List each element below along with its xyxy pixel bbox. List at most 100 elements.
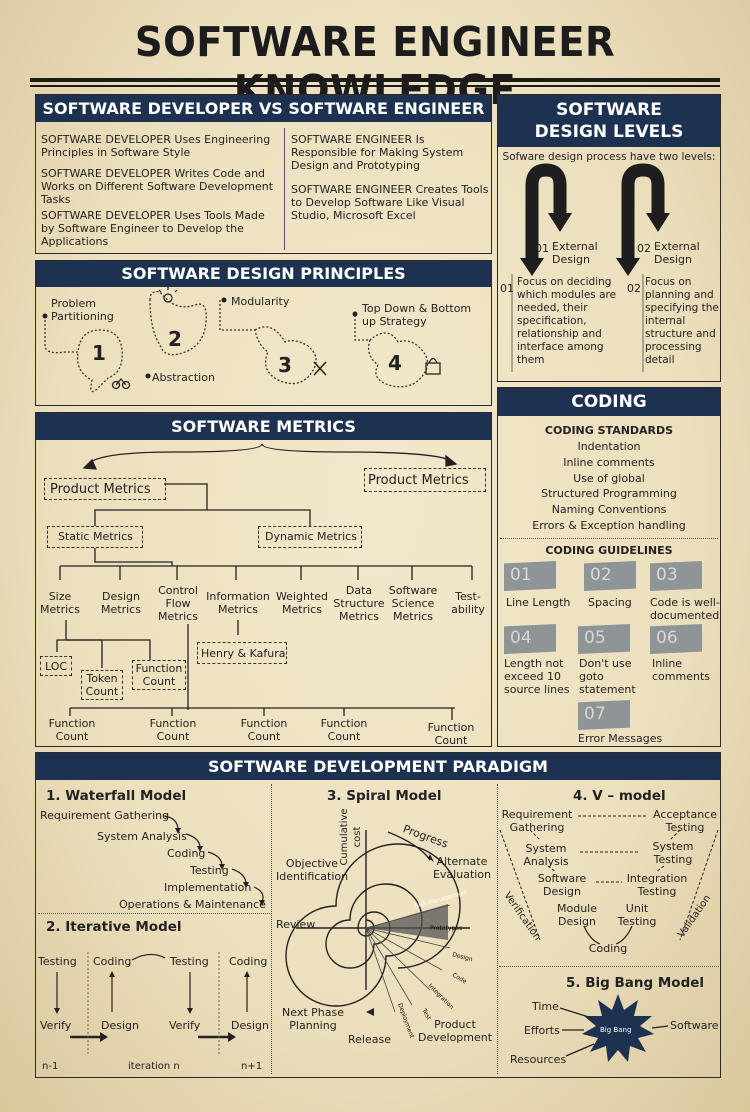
metrics-heading: SOFTWARE METRICS (36, 413, 491, 440)
iter-n-minus: n-1 (42, 1061, 59, 1072)
loc-box (40, 656, 72, 676)
standard-6: Errors & Exception handling (532, 519, 686, 532)
paradigm-heading: SOFTWARE DEVELOPMENT PARADIGM (36, 753, 720, 780)
guideline-text-5: Don't use goto statement (579, 657, 636, 696)
spiral-title: 3. Spiral Model (327, 788, 442, 804)
guideline-text-1: Line Length (506, 596, 571, 609)
spiral-review: Review (276, 918, 316, 931)
vmodel-coding: Coding (588, 942, 628, 955)
paradigm-div-1 (271, 784, 272, 1074)
coding-divider (500, 538, 718, 539)
fc-5: Function Count (427, 721, 475, 747)
principle-num-1: 1 (92, 341, 106, 365)
principles-heading: SOFTWARE DESIGN PRINCIPLES (36, 261, 491, 287)
vmodel-sd: Software Design (537, 872, 587, 898)
level2-num: 02 (637, 242, 651, 255)
vmodel-req: Requirement Gathering (501, 808, 573, 834)
principle-num-4: 4 (388, 351, 402, 375)
guideline-text-4: Length not exceed 10 source lines (504, 657, 570, 696)
waterfall-step-1: Requirement Gathering (40, 809, 170, 822)
eng-item-1: SOFTWARE ENGINEER Is Responsible for Mak… (291, 133, 464, 172)
standard-1: Indentation (577, 440, 641, 453)
fc-2: Function Count (149, 717, 197, 743)
design-levels-heading-1: SOFTWARE (556, 100, 662, 120)
level1-title: External Design (552, 240, 598, 266)
spiral-objective: Objective Identification (276, 857, 349, 883)
function-count-box: Function Count (135, 662, 183, 688)
dev-vs-eng-divider (284, 128, 285, 250)
bike-icon (111, 377, 131, 390)
waterfall-step-4: Testing (190, 864, 229, 877)
fc-4: Function Count (320, 717, 368, 743)
vmodel-acc: Acceptance Testing (652, 808, 718, 834)
tools-icon (313, 361, 327, 376)
bigbang-software: Software (670, 1019, 719, 1032)
standard-4: Structured Programming (541, 487, 677, 500)
coding-heading: CODING (498, 388, 720, 416)
iter-iteration: iteration n (128, 1061, 180, 1072)
vmodel-md: Module Design (557, 902, 597, 928)
bigbang-resources: Resources (510, 1053, 567, 1066)
iter-testing-1: Testing (38, 955, 77, 968)
principle-2: Abstraction (152, 371, 215, 384)
detail2-text: Focus on planning and specifying the int… (645, 276, 719, 366)
spiral-release: Release (348, 1033, 391, 1046)
guideline-text-2: Spacing (588, 596, 632, 609)
vmodel-title: 4. V – model (573, 788, 666, 804)
metric-testability: Test-ability (451, 590, 485, 616)
bulb-icon (158, 287, 178, 303)
token-count: Token Count (85, 672, 119, 698)
spiral-next: Next Phase Planning (282, 1006, 344, 1032)
iterative-title: 2. Iterative Model (46, 919, 182, 935)
principles-panel (35, 260, 492, 406)
paradigm-panel (35, 752, 721, 1078)
guideline-text-7: Error Messages (578, 732, 663, 745)
dynamic-metrics: Dynamic Metrics (265, 530, 357, 543)
product-metrics-1: Product Metrics (50, 482, 151, 497)
iter-coding-2: Coding (229, 955, 268, 968)
guideline-chip-1: 01 (504, 561, 556, 591)
bag-icon (425, 357, 441, 375)
spiral-product: Product Development (418, 1018, 493, 1044)
coding-standards-title: CODING STANDARDS (544, 424, 674, 437)
bigbang-center: Big Bang (600, 1026, 632, 1034)
metric-information: Information Metrics (206, 590, 270, 616)
iter-design-2: Design (231, 1019, 269, 1032)
principle-num-2: 2 (168, 327, 182, 351)
dev-vs-eng-panel (35, 94, 492, 254)
spiral-ring-proto: Prototypes (430, 925, 462, 932)
waterfall-title: 1. Waterfall Model (46, 788, 187, 804)
waterfall-step-6: Operations & Maintenance (119, 898, 266, 911)
design-levels-intro: Sofware design process have two levels: (502, 151, 716, 163)
level2-title: External Design (654, 240, 700, 266)
detail1-text: Focus on deciding which modules are need… (517, 276, 617, 366)
iter-coding-1: Coding (93, 955, 132, 968)
bigbang-efforts: Efforts (524, 1024, 560, 1037)
design-levels-heading: SOFTWARE DESIGN LEVELS (498, 95, 720, 147)
waterfall-step-2: System Analysis (97, 830, 187, 843)
iter-verify-1: Verify (40, 1019, 72, 1032)
dev-item-1: SOFTWARE DEVELOPER Uses Engineering Prin… (41, 133, 271, 159)
standard-5: Naming Conventions (551, 503, 667, 516)
dynamic-metrics-box (258, 526, 362, 548)
guideline-chip-3: 03 (650, 561, 702, 591)
paradigm-div-3 (38, 913, 270, 914)
function-box (132, 660, 186, 690)
vmodel-syst: System Testing (652, 840, 694, 866)
waterfall-step-5: Implementation (164, 881, 252, 894)
guideline-chip-2: 02 (584, 561, 636, 591)
guideline-chip-5: 05 (578, 624, 630, 654)
dev-vs-eng-heading: SOFTWARE DEVELOPER VS SOFTWARE ENGINEER (36, 95, 491, 122)
dev-item-3: SOFTWARE DEVELOPER Uses Tools Made by So… (41, 209, 265, 248)
metric-data-structure: Data Structure Metrics (333, 584, 385, 623)
dev-item-2: SOFTWARE DEVELOPER Writes Code and Works… (41, 167, 274, 206)
vmodel-int: Integration Testing (626, 872, 688, 898)
